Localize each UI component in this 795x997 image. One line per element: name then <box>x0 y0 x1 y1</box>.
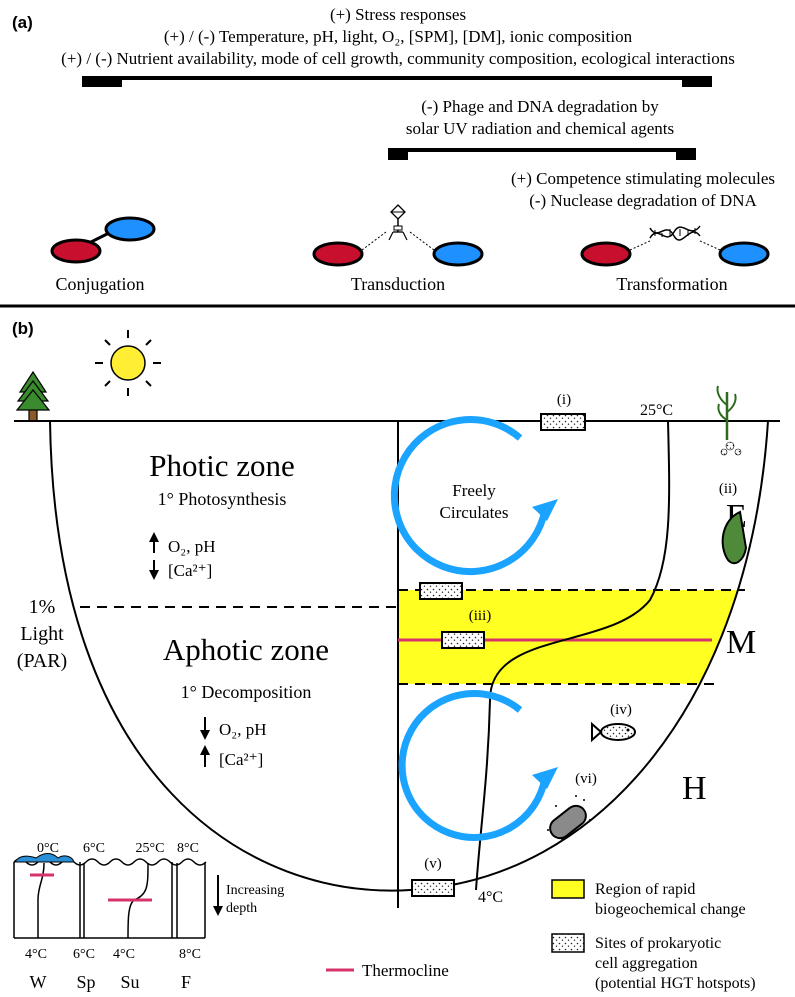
panel-a-label: (a) <box>12 13 33 32</box>
legend-yellow-swatch <box>551 879 585 899</box>
factor-stress: (+) Stress responses <box>330 5 466 24</box>
spring-top-temp: 6°C <box>83 841 105 856</box>
label-transformation: Transformation <box>616 274 727 294</box>
aphotic-zone-title: Aphotic zone <box>163 632 329 667</box>
season-spring: Sp <box>76 972 95 992</box>
aphotic-increase-text: [Ca²⁺] <box>219 750 263 769</box>
aquatic-plant-icon <box>716 385 742 456</box>
layer-hypolimnion: H <box>682 770 707 807</box>
transformation-diagram <box>580 225 770 267</box>
circulates-line1: Freely <box>452 481 496 500</box>
site-iv-label: (iv) <box>610 702 632 718</box>
light-percent: 1% <box>29 596 56 618</box>
factor-ecological: (+) / (-) Nutrient availability, mode of… <box>61 49 735 68</box>
depth-label-line1: Increasing <box>226 883 284 898</box>
lake-basin <box>49 420 769 892</box>
recipient-cell <box>432 241 484 267</box>
donor-cell <box>580 241 632 267</box>
aggregation-site-v <box>411 879 455 897</box>
summer-top-temp: 25°C <box>136 841 165 856</box>
sediment-particle-icon <box>547 795 591 841</box>
depth-label-line2: depth <box>226 901 257 916</box>
recipient-cell <box>104 216 156 242</box>
legend-dots-line1: Sites of prokaryotic <box>595 935 721 952</box>
site-v-label: (v) <box>424 856 442 872</box>
season-winter: W <box>30 972 47 992</box>
aphotic-decrease-text: O₂, pH <box>219 720 266 739</box>
aggregation-site-i <box>540 413 586 431</box>
circulates-line2: Circulates <box>440 503 509 522</box>
season-fall: F <box>181 972 191 992</box>
legend: Thermocline Region of rapid biogeochemic… <box>326 879 756 992</box>
winter-top-temp: 0°C <box>37 841 59 856</box>
littoral-biofilm-icon <box>721 510 748 565</box>
light-par: (PAR) <box>17 650 67 672</box>
donor-cell <box>50 238 102 264</box>
photic-decrease-text: [Ca²⁺] <box>168 561 212 580</box>
temperature-profile <box>475 420 671 891</box>
summer-bottom-temp: 4°C <box>113 947 135 962</box>
epilimnion-circulation-arrow <box>390 416 549 575</box>
conjugation-diagram <box>50 216 156 264</box>
ice-cover <box>14 853 75 863</box>
fall-bottom-temp: 8°C <box>179 947 201 962</box>
label-conjugation: Conjugation <box>56 274 145 294</box>
donor-cell <box>312 241 364 267</box>
hypolimnion-arrowhead-icon <box>532 767 558 789</box>
layer-metalimnion: M <box>726 624 756 661</box>
factor-physicochemical: (+) / (-) Temperature, pH, light, O₂, [S… <box>164 27 633 46</box>
photic-increase-text: O₂, pH <box>168 537 215 556</box>
bacteriophage-icon <box>388 204 408 241</box>
aggregation-site <box>419 582 463 600</box>
competence-factor-line2: (-) Nuclease degradation of DNA <box>529 191 757 210</box>
temp-surface: 25°C <box>640 402 673 419</box>
photic-process: 1° Photosynthesis <box>158 489 287 509</box>
legend-thermocline-label: Thermocline <box>362 961 449 980</box>
aggregation-site-iii <box>441 631 485 649</box>
legend-yellow-line2: biogeochemical change <box>595 901 746 918</box>
recipient-cell <box>718 241 770 267</box>
temp-bottom: 4°C <box>478 889 503 906</box>
epilimnion-arrowhead-icon <box>532 499 558 521</box>
hypolimnion-circulation-arrow <box>398 689 549 841</box>
transduction-diagram <box>312 204 484 267</box>
fall-top-temp: 8°C <box>177 841 199 856</box>
winter-bottom-temp: 4°C <box>25 947 47 962</box>
photic-zone-title: Photic zone <box>149 448 295 483</box>
spring-bottom-temp: 6°C <box>73 947 95 962</box>
phage-factor-line1: (-) Phage and DNA degradation by <box>421 97 659 116</box>
site-ii-label: (ii) <box>719 481 737 497</box>
bar-all-mechanisms <box>82 76 712 87</box>
legend-yellow-line1: Region of rapid <box>595 881 695 898</box>
competence-factor-line1: (+) Competence stimulating molecules <box>511 169 775 188</box>
season-summer: Su <box>120 972 139 992</box>
fish-icon <box>591 721 636 743</box>
light-word: Light <box>20 623 64 645</box>
seasonal-inset: 0°C 6°C 25°C 8°C 4°C 6°C 4°C 8°C W Sp Su… <box>13 841 284 992</box>
winter-profile <box>37 862 45 938</box>
phage-factor-line2: solar UV radiation and chemical agents <box>406 119 674 138</box>
legend-dots-line2: cell aggregation <box>595 955 698 972</box>
aphotic-process: 1° Decomposition <box>181 682 312 702</box>
site-iii-label: (iii) <box>469 608 492 624</box>
dna-helix-icon <box>649 225 701 241</box>
tree-icon <box>15 370 51 422</box>
site-i-label: (i) <box>557 392 571 408</box>
legend-dots-line3: (potential HGT hotspots) <box>595 975 756 992</box>
label-transduction: Transduction <box>351 274 445 294</box>
sun-icon <box>95 330 161 396</box>
legend-dots-swatch <box>551 933 585 953</box>
site-vi-label: (vi) <box>575 771 597 787</box>
panel-b-label: (b) <box>12 319 34 338</box>
bar-phage <box>388 148 696 160</box>
